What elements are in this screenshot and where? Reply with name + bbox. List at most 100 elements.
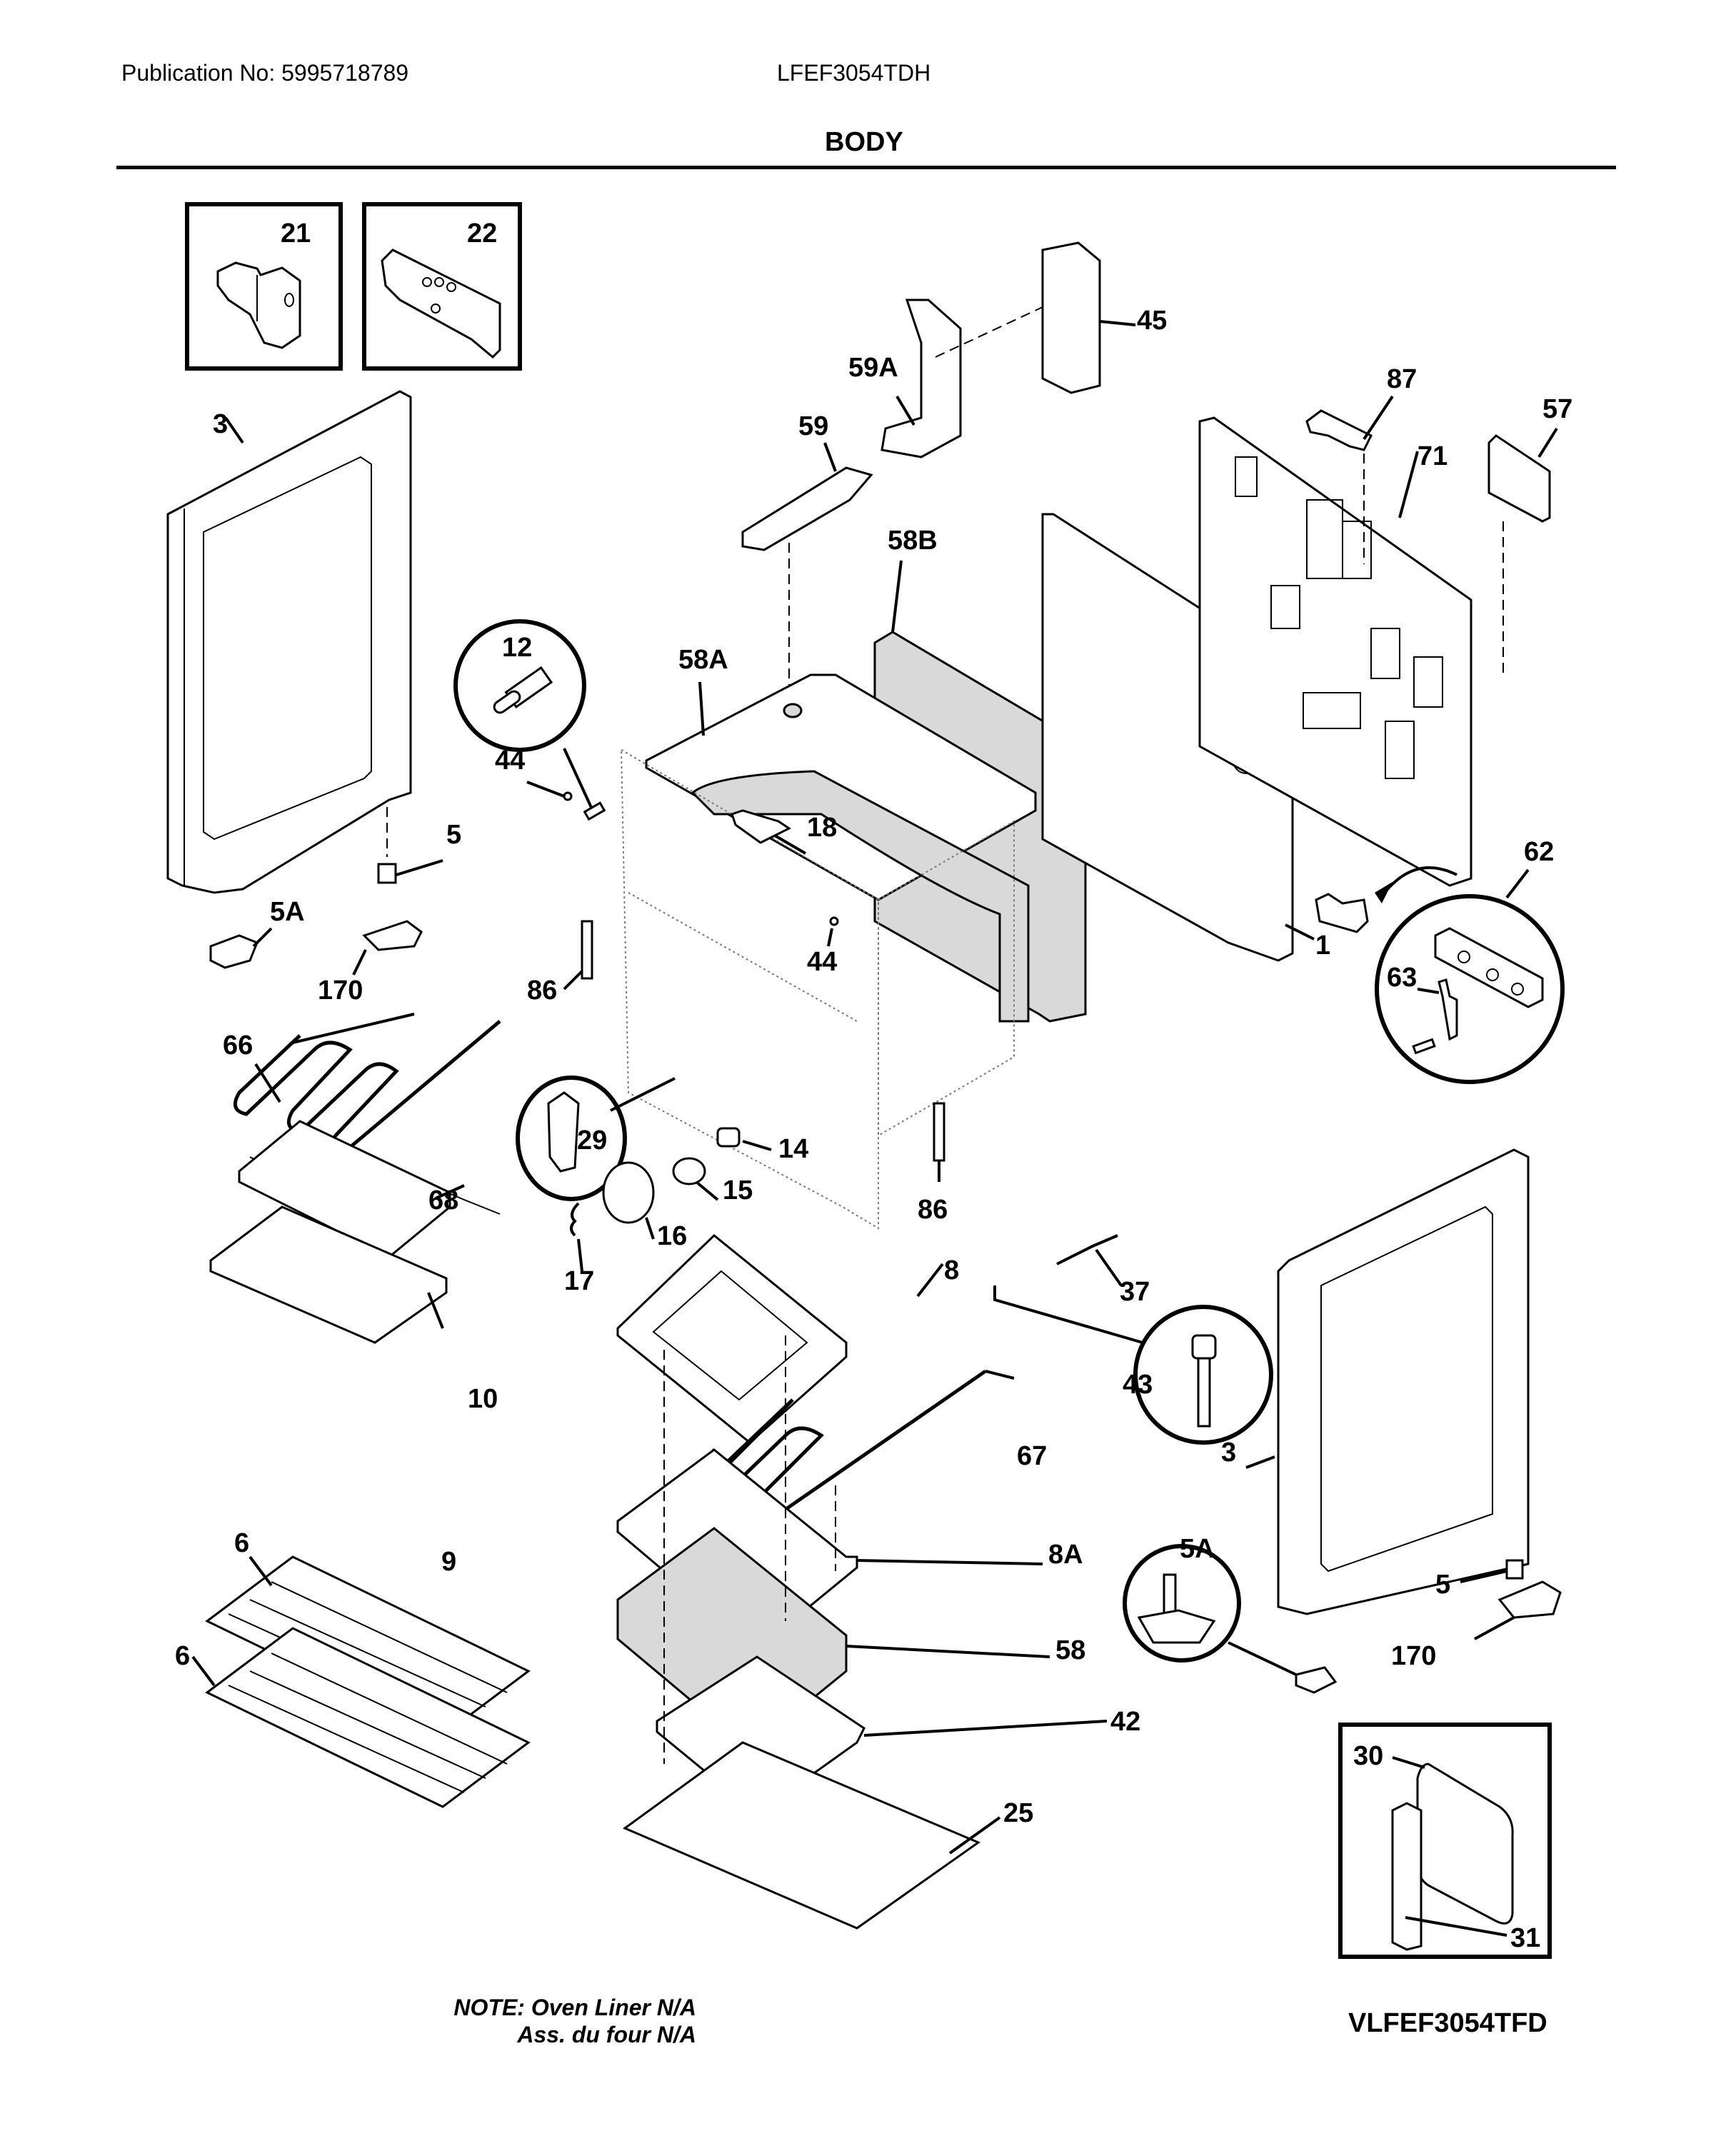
callout-3-right: 3	[1221, 1438, 1237, 1468]
callout-58: 58	[1055, 1635, 1086, 1665]
callout-42: 42	[1110, 1707, 1141, 1737]
part-10-broiler-pan-grid	[238, 1120, 451, 1258]
part-29-connector-block	[547, 1091, 580, 1173]
callout-8: 8	[944, 1255, 960, 1285]
callout-31: 31	[1510, 1923, 1541, 1953]
callout-45: 45	[1137, 306, 1168, 336]
part-57-cover-plate	[1487, 434, 1551, 523]
callout-66: 66	[223, 1031, 254, 1061]
callout-62: 62	[1524, 837, 1555, 867]
callout-circle-62	[1375, 894, 1565, 1084]
callout-37: 37	[1120, 1277, 1150, 1307]
part-87-bracket	[1305, 409, 1373, 451]
header-divider	[116, 166, 1616, 169]
part-15-lamp-bulb	[672, 1157, 706, 1185]
callout-5-left: 5	[446, 820, 462, 850]
callout-1: 1	[1315, 931, 1331, 961]
part-45-vent-duct	[1041, 241, 1101, 394]
callout-58A: 58A	[678, 645, 728, 675]
callout-86-right: 86	[918, 1195, 948, 1225]
part-14-lamp-socket	[716, 1127, 741, 1148]
callout-22: 22	[467, 219, 498, 249]
part-66-broil-element	[233, 1013, 501, 1155]
part-25-bottom-cover	[622, 1741, 981, 1930]
callout-8A: 8A	[1048, 1540, 1083, 1570]
part-8-oven-bottom	[616, 1233, 848, 1444]
callout-63: 63	[1387, 963, 1418, 993]
part-3-right-side-panel	[1277, 1148, 1530, 1615]
part-16-lamp-lens	[602, 1161, 655, 1224]
part-18-bracket	[731, 809, 791, 844]
callout-6-top: 6	[234, 1528, 250, 1558]
screw-63	[1412, 1038, 1436, 1055]
callout-29: 29	[577, 1125, 608, 1155]
note-line-english: NOTE: Oven Liner N/A	[453, 1995, 696, 2020]
part-31-bracket	[1391, 1802, 1423, 1951]
part-6-oven-rack-lower	[205, 1627, 531, 1808]
callout-44-left: 44	[495, 746, 526, 776]
callout-25: 25	[1003, 1798, 1034, 1828]
part-71-rear-cover	[1198, 416, 1472, 887]
callout-170-right: 170	[1391, 1641, 1437, 1671]
part-170-anti-tip-bracket-right	[1497, 1580, 1562, 1619]
part-44-screw-left	[563, 791, 573, 801]
part-59-vent-duct-lower	[741, 466, 873, 551]
callout-12: 12	[502, 633, 533, 663]
callout-18: 18	[807, 813, 838, 843]
callout-71: 71	[1418, 441, 1448, 471]
callout-3-left: 3	[213, 409, 229, 439]
part-37-wire	[1056, 1234, 1118, 1265]
diagram-code: VLFEF3054TFD	[1348, 2008, 1547, 2038]
callout-21: 21	[281, 219, 311, 249]
part-9-broiler-pan	[209, 1205, 448, 1344]
callout-68: 68	[428, 1185, 459, 1215]
part-58A-top-insulation	[645, 673, 1037, 1023]
callout-86-left: 86	[527, 976, 558, 1006]
callout-43: 43	[1123, 1370, 1153, 1400]
oven-cavity-liner-outline	[620, 748, 1015, 1230]
part-59A-vent-elbow	[880, 299, 962, 458]
part-86-hinge-receptacle-left	[581, 920, 593, 980]
callout-57: 57	[1542, 394, 1573, 424]
part-5A-leveling-leg-right	[1137, 1573, 1216, 1644]
part-86-hinge-receptacle-right	[933, 1102, 945, 1162]
callout-16: 16	[657, 1221, 688, 1251]
callout-5-right: 5	[1435, 1570, 1451, 1600]
arrow-head-icon	[1375, 882, 1393, 903]
part-44-screw-right	[829, 916, 839, 926]
part-63-strap	[1438, 978, 1458, 1041]
callout-59: 59	[798, 411, 829, 441]
callout-15: 15	[723, 1175, 753, 1205]
part-1-terminal-bracket	[1315, 893, 1369, 933]
callout-170-left: 170	[318, 976, 363, 1006]
model-number: LFEF3054TDH	[777, 60, 931, 86]
callout-58B: 58B	[888, 526, 938, 556]
part-5-leg-screw-right	[1505, 1559, 1524, 1580]
callout-87: 87	[1387, 364, 1418, 394]
part-21-clip	[216, 261, 301, 349]
callout-6-bottom: 6	[175, 1641, 191, 1671]
part-22-bracket	[381, 249, 501, 359]
callout-30: 30	[1353, 1741, 1384, 1771]
part-170-anti-tip-bracket-left	[362, 920, 423, 951]
note-line-french: Ass. du four N/A	[517, 2022, 696, 2048]
part-12-oven-sensor	[493, 666, 553, 714]
callout-9: 9	[441, 1547, 457, 1577]
part-5-leg-screw-left	[377, 863, 397, 884]
callout-44-right: 44	[807, 947, 838, 977]
publication-number: Publication No: 5995718789	[121, 60, 409, 86]
callout-59A: 59A	[848, 353, 898, 383]
callout-14: 14	[778, 1134, 809, 1164]
part-42-bottom-panel	[656, 1655, 866, 1815]
part-12-sensor-small	[583, 801, 606, 821]
part-62-terminal-block	[1434, 927, 1544, 1008]
part-5A-leveling-leg-left	[209, 934, 259, 969]
callout-17: 17	[564, 1266, 595, 1296]
part-5A-leg-small-right	[1295, 1666, 1338, 1694]
section-title: BODY	[825, 127, 903, 157]
part-43-screw	[1191, 1334, 1217, 1428]
callout-5A-right: 5A	[1180, 1534, 1215, 1564]
oven-liner-note: NOTE: Oven Liner N/A Ass. du four N/A	[400, 1994, 696, 2049]
callout-10: 10	[468, 1384, 498, 1414]
